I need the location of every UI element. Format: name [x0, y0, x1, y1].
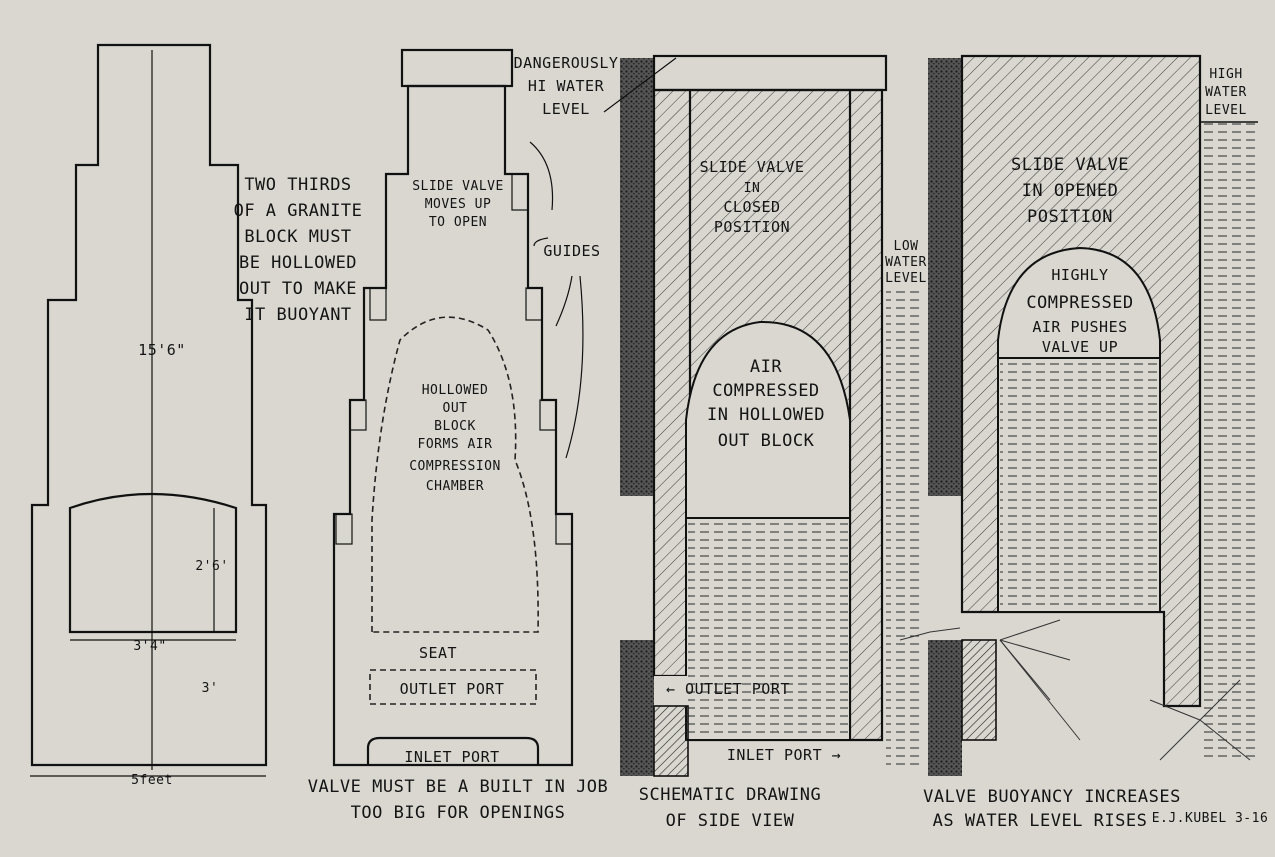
lower-block — [961, 639, 997, 741]
panel-block: TWO THIRDS OF A GRANITE BLOCK MUST BE HO… — [30, 43, 363, 788]
outlet-port-box — [369, 669, 537, 705]
hi-water-label-line: LEVEL — [542, 100, 590, 118]
dim-base-height-label: 3' — [202, 681, 219, 696]
hi-water-label-line: HI WATER — [528, 77, 605, 95]
inlet-port-label: INLET PORT — [404, 748, 499, 766]
inlet-port-label: INLET PORT → — [727, 746, 841, 764]
low-water-label-line: LOW — [894, 239, 919, 254]
guide-arrow — [533, 237, 549, 247]
block-note: TWO THIRDS OF A GRANITE BLOCK MUST BE HO… — [234, 175, 363, 325]
slide-valve-note-line: SLIDE VALVE — [412, 179, 504, 194]
panel-opened: HIGH WATER LEVEL SLIDE VALVE IN OPENED P… — [899, 54, 1269, 831]
outlet-port-gap — [654, 676, 688, 706]
water-in-chamber — [1000, 358, 1158, 610]
closed-caption-line: SCHEMATIC DRAWING — [639, 785, 822, 805]
air-label-line: IN HOLLOWED — [707, 405, 825, 425]
seat-label: SEAT — [419, 644, 457, 662]
lower-block — [653, 705, 689, 777]
dim-inner-width-label: 3'4" — [133, 639, 166, 654]
block-note-line: TWO THIRDS — [244, 175, 351, 195]
guides-label: GUIDES — [543, 242, 600, 260]
air-label-line: OUT BLOCK — [718, 431, 815, 451]
opened-air-label-line: VALVE UP — [1042, 338, 1118, 356]
low-water-label-line: WATER — [885, 255, 927, 270]
opened-air-label-line: HIGHLY — [1051, 266, 1108, 284]
guide — [335, 513, 353, 545]
chamber-note-line: COMPRESSION — [409, 459, 501, 474]
air-chamber-outline — [371, 316, 539, 633]
guide — [539, 399, 557, 431]
water-in-chamber — [688, 518, 848, 738]
artist-signature: E.J.KUBEL 3-16 — [1152, 811, 1269, 826]
opened-air-label-line: AIR PUSHES — [1032, 318, 1127, 336]
guide — [555, 513, 573, 545]
panel-valve: SLIDE VALVE MOVES UP TO OPEN GUIDES HOLL… — [308, 48, 609, 823]
dim-height-label: 15'6" — [138, 341, 186, 359]
wall-lower — [620, 640, 654, 776]
valve-caption-line: TOO BIG FOR OPENINGS — [351, 803, 566, 823]
closed-valve-label-line: CLOSED — [723, 198, 780, 216]
outlet-port-label: OUTLET PORT — [400, 680, 505, 698]
opened-valve-label-line: IN OPENED — [1022, 181, 1119, 201]
opened-caption-line: AS WATER LEVEL RISES — [933, 811, 1148, 831]
valve-caption-line: VALVE MUST BE A BUILT IN JOB — [308, 777, 609, 797]
block-hollow — [68, 492, 238, 634]
high-water-label-line: WATER — [1205, 85, 1247, 100]
hi-water-label-line: DANGEROUSLY — [514, 54, 619, 72]
guide — [511, 173, 529, 211]
wall-lower — [928, 640, 962, 776]
high-water-label-line: HIGH — [1209, 67, 1242, 82]
slide-valve-note-line: TO OPEN — [429, 215, 487, 230]
closed-caption-line: OF SIDE VIEW — [666, 811, 795, 831]
block-note-line: OF A GRANITE — [234, 201, 363, 221]
low-water-label-line: LEVEL — [885, 271, 927, 286]
guide — [369, 287, 387, 321]
guide-arrow — [565, 275, 584, 459]
guide — [349, 399, 367, 431]
chamber-note-line: OUT — [443, 401, 468, 416]
valve-top-cap — [400, 48, 514, 88]
chamber-note-line: CHAMBER — [426, 479, 484, 494]
opened-valve-label-line: POSITION — [1027, 207, 1113, 227]
block-note-line: IT BUOYANT — [244, 305, 351, 325]
high-water-label-line: LEVEL — [1205, 103, 1247, 118]
air-label-line: COMPRESSED — [712, 381, 819, 401]
inlet-port-box — [366, 736, 540, 765]
closed-valve-label-line: IN — [744, 181, 761, 196]
wall-upper — [928, 58, 962, 496]
guide — [525, 287, 543, 321]
block-note-line: BE HOLLOWED — [239, 253, 357, 273]
guide-arrow — [529, 141, 554, 211]
chamber-note-line: FORMS AIR — [418, 437, 493, 452]
outer-water — [886, 290, 922, 770]
opened-air-label-line: COMPRESSED — [1026, 293, 1133, 313]
block-note-line: BLOCK MUST — [244, 227, 351, 247]
water-spray — [899, 619, 1251, 761]
dim-width-label: 5feet — [131, 773, 173, 788]
top-plate — [652, 54, 888, 92]
wall-upper — [620, 58, 654, 496]
block-outline — [30, 43, 268, 767]
outlet-port-label: ← OUTLET PORT — [666, 680, 790, 698]
outer-water — [1200, 122, 1258, 762]
panel-closed: DANGEROUSLY HI WATER LEVEL SLIDE VALVE I… — [514, 54, 927, 831]
block-note-line: OUT TO MAKE — [239, 279, 357, 299]
chamber-note-line: HOLLOWED — [422, 383, 489, 398]
slide-valve-note-line: MOVES UP — [425, 197, 492, 212]
closed-valve-label-line: POSITION — [714, 218, 790, 236]
chamber-note-line: BLOCK — [434, 419, 476, 434]
opened-caption-line: VALVE BUOYANCY INCREASES — [923, 787, 1181, 807]
closed-valve-label-line: SLIDE VALVE — [700, 158, 805, 176]
dim-inner-height-label: 2'6' — [195, 559, 228, 574]
opened-valve-label-line: SLIDE VALVE — [1011, 155, 1129, 175]
guide-arrow — [555, 275, 573, 327]
hi-water-arrow — [603, 57, 677, 113]
air-label-line: AIR — [750, 357, 782, 377]
